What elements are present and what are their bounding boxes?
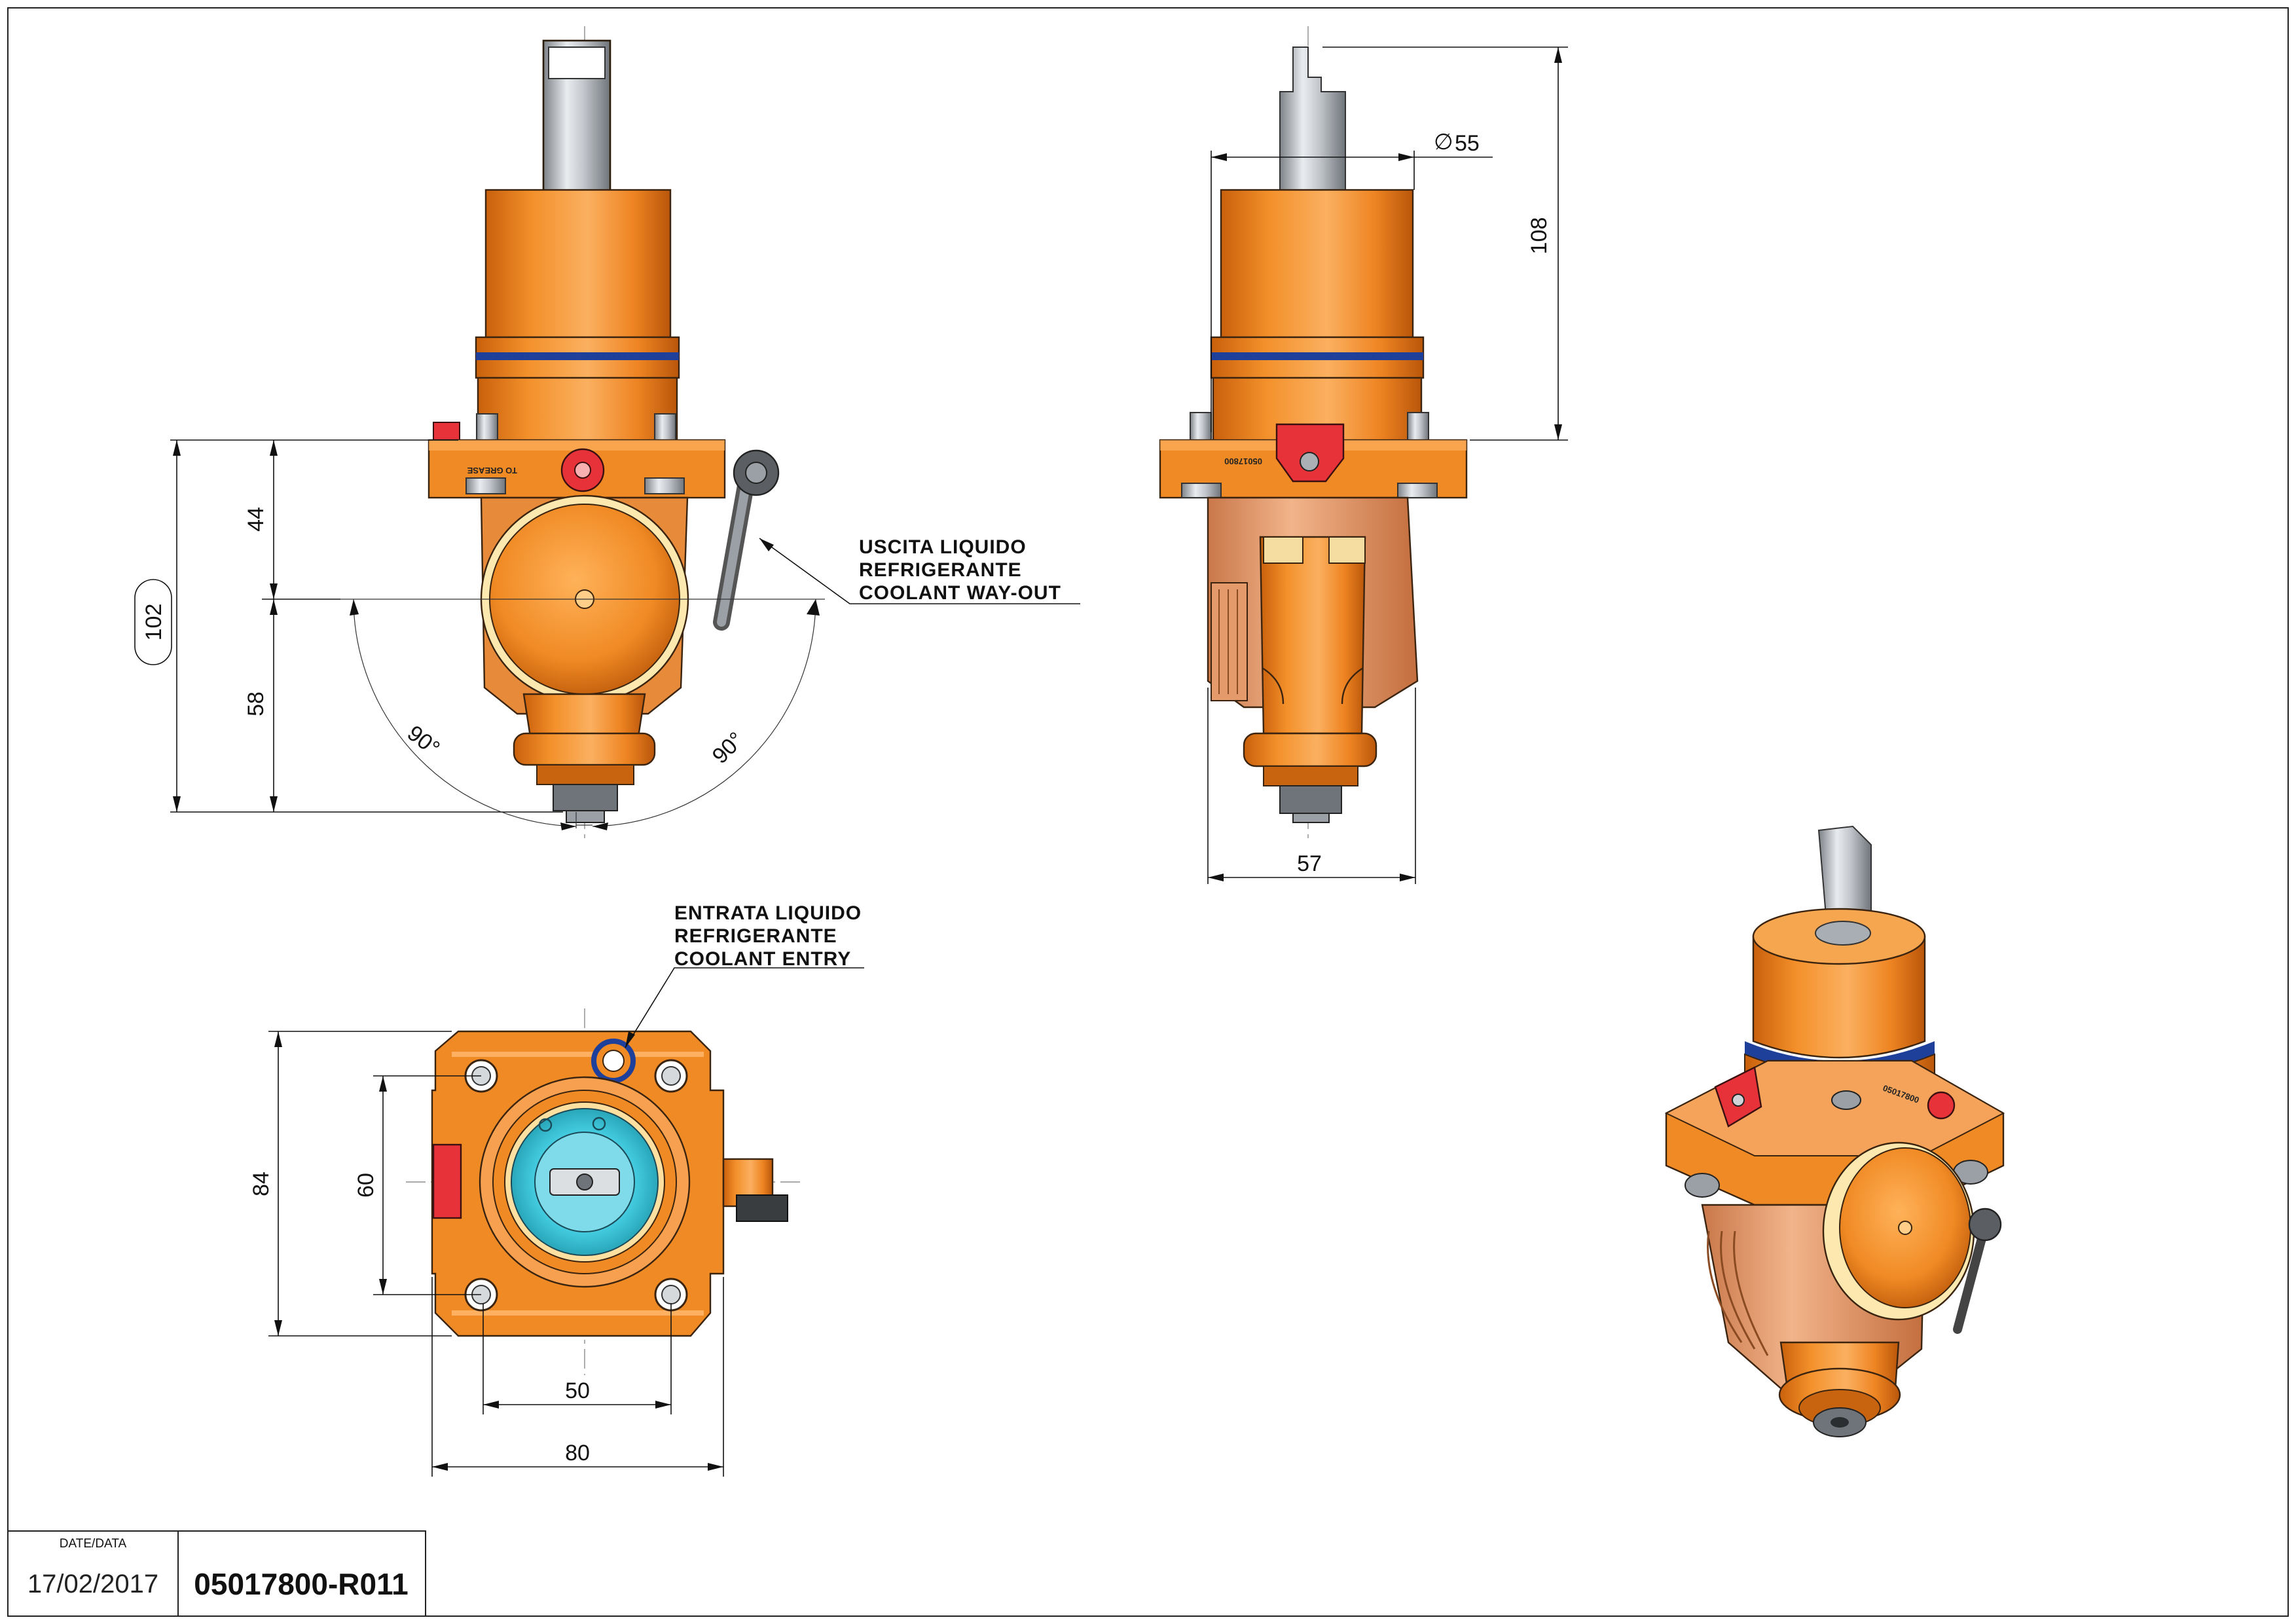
dim-44: 44	[244, 507, 268, 532]
dim-102: 102	[141, 604, 166, 641]
side-o-ring	[1211, 352, 1423, 360]
dim-80: 80	[565, 1441, 590, 1466]
dim-108: 108	[1527, 217, 1552, 255]
isometric-view: 05017800	[1664, 825, 2005, 1437]
note-coolant-out-3: COOLANT WAY-OUT	[859, 582, 1061, 604]
top-view: 84 60 50 80 ENTRATA LIQUIDO REFRIGERANTE…	[249, 902, 864, 1477]
title-drawing-code: 05017800-R011	[194, 1567, 408, 1601]
side-upper-housing	[1220, 189, 1414, 339]
front-o-ring	[476, 352, 679, 360]
front-view: TO GREASE 44 58 102	[134, 26, 1080, 838]
side-shank	[1279, 46, 1346, 192]
title-date: 17/02/2017	[27, 1570, 158, 1598]
note-coolant-out-2: REFRIGERANTE	[859, 559, 1022, 581]
note-coolant-out-1: USCITA LIQUIDO	[859, 536, 1027, 558]
side-fins	[1211, 582, 1248, 701]
side-code-label: 05017800	[1224, 456, 1262, 466]
dim-55: 55	[1455, 131, 1480, 156]
dim-angle-left: 90°	[403, 721, 445, 762]
dim-angle-right: 90°	[708, 728, 749, 769]
note-coolant-in-2: REFRIGERANTE	[674, 925, 837, 947]
front-grease-label: TO GREASE	[467, 466, 517, 475]
dim-50: 50	[565, 1378, 590, 1403]
note-coolant-in-3: COOLANT ENTRY	[674, 948, 851, 970]
front-red-plug	[433, 422, 460, 443]
dim-57: 57	[1297, 851, 1322, 876]
top-red-plug	[432, 1143, 462, 1219]
side-view: 05017800 ∅ 55 108	[1159, 26, 1568, 884]
front-upper-housing	[484, 189, 672, 339]
sheet-border	[7, 7, 2289, 1617]
title-date-label: DATE/DATA	[60, 1537, 127, 1551]
title-block: DATE/DATA 17/02/2017 05017800-R011	[7, 1530, 426, 1617]
dim-58: 58	[244, 692, 268, 716]
note-coolant-in-1: ENTRATA LIQUIDO	[674, 902, 862, 924]
dim-diameter-symbol: ∅	[1434, 130, 1453, 155]
dim-60: 60	[354, 1173, 378, 1198]
dim-84: 84	[249, 1172, 274, 1196]
